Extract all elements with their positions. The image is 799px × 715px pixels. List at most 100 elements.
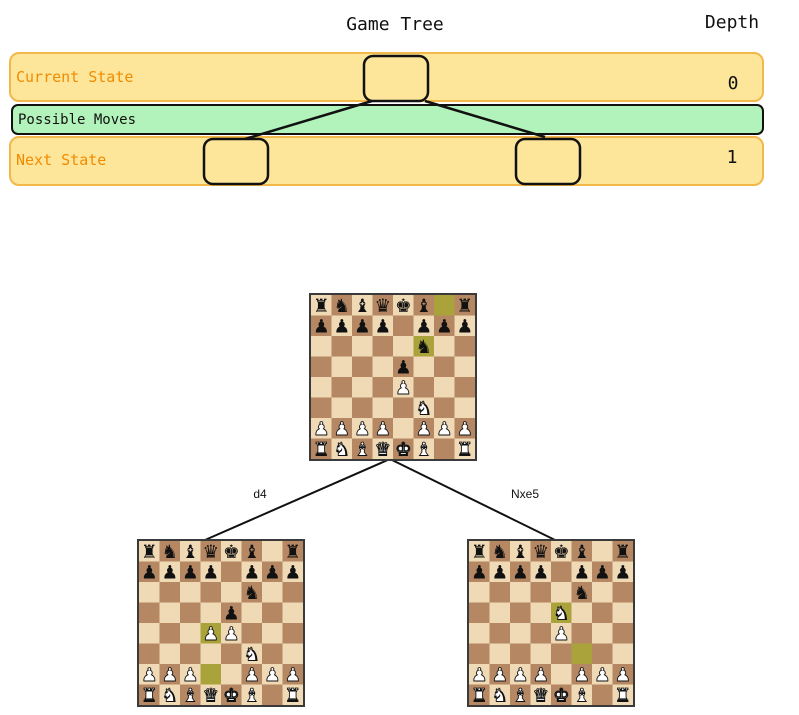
- square-g8: [592, 541, 613, 562]
- white-knight-icon: ♞: [333, 439, 350, 460]
- square-e1: [221, 684, 242, 705]
- white-pawn-icon: ♟: [202, 624, 219, 645]
- square-c4: [510, 623, 531, 644]
- square-f1: [241, 684, 262, 705]
- black-queen-icon: ♛: [374, 296, 391, 317]
- square-g5: [262, 602, 283, 623]
- square-a7: [139, 561, 160, 582]
- square-c2: [352, 418, 373, 439]
- square-b2: [331, 418, 352, 439]
- square-e1: [551, 684, 572, 705]
- black-knight-icon: ♞: [491, 542, 508, 563]
- square-f8: [571, 541, 592, 562]
- square-h4: [612, 623, 633, 644]
- square-f7: [413, 315, 434, 336]
- black-king-icon: ♚: [223, 542, 240, 563]
- square-b4: [159, 623, 180, 644]
- diagram-title: Game Tree: [346, 14, 444, 35]
- square-d1: [372, 438, 393, 459]
- black-bishop-icon: ♝: [512, 542, 529, 563]
- square-c5: [180, 602, 201, 623]
- square-c4: [180, 623, 201, 644]
- square-b2: [159, 664, 180, 685]
- square-c5: [510, 602, 531, 623]
- square-h6: [454, 336, 475, 357]
- child-node-left: [202, 137, 270, 186]
- black-pawn-icon: ♟: [182, 562, 199, 583]
- square-c2: [510, 664, 531, 685]
- mini-edge-right: [424, 99, 546, 139]
- square-f4: [571, 623, 592, 644]
- square-f7: [241, 561, 262, 582]
- square-c7: [510, 561, 531, 582]
- square-g4: [262, 623, 283, 644]
- white-pawn-icon: ♟: [553, 624, 570, 645]
- square-h2: [612, 664, 633, 685]
- black-knight-icon: ♞: [415, 337, 432, 358]
- square-f2: [571, 664, 592, 685]
- square-a1: [139, 684, 160, 705]
- black-pawn-icon: ♟: [374, 316, 391, 337]
- white-pawn-icon: ♟: [182, 665, 199, 686]
- black-bishop-icon: ♝: [182, 542, 199, 563]
- black-bishop-icon: ♝: [573, 542, 590, 563]
- white-bishop-icon: ♝: [512, 685, 529, 706]
- square-g3: [262, 643, 283, 664]
- square-g7: [592, 561, 613, 582]
- square-d6: [530, 582, 551, 603]
- square-h1: [454, 438, 475, 459]
- square-g6: [262, 582, 283, 603]
- black-rook-icon: ♜: [141, 542, 158, 563]
- square-a8: [139, 541, 160, 562]
- depth-header: Depth: [705, 12, 759, 33]
- square-e3: [551, 643, 572, 664]
- square-d5: [530, 602, 551, 623]
- square-g6: [434, 336, 455, 357]
- black-pawn-icon: ♟: [395, 357, 412, 378]
- square-b6: [489, 582, 510, 603]
- square-d1: [530, 684, 551, 705]
- square-f4: [241, 623, 262, 644]
- square-a5: [469, 602, 490, 623]
- square-e6: [551, 582, 572, 603]
- mini-edge-left: [244, 99, 373, 141]
- square-g2: [592, 664, 613, 685]
- white-pawn-icon: ♟: [223, 624, 240, 645]
- square-d8: [372, 295, 393, 316]
- square-b3: [331, 397, 352, 418]
- white-pawn-icon: ♟: [354, 419, 371, 440]
- square-d7: [530, 561, 551, 582]
- black-pawn-icon: ♟: [594, 562, 611, 583]
- black-pawn-icon: ♟: [141, 562, 158, 583]
- square-d2: [530, 664, 551, 685]
- square-b3: [159, 643, 180, 664]
- square-d3: [200, 643, 221, 664]
- square-f3: [413, 397, 434, 418]
- white-rook-icon: ♜: [141, 685, 158, 706]
- black-pawn-icon: ♟: [333, 316, 350, 337]
- square-d6: [372, 336, 393, 357]
- square-d3: [530, 643, 551, 664]
- square-a3: [139, 643, 160, 664]
- square-c3: [180, 643, 201, 664]
- white-pawn-icon: ♟: [284, 665, 301, 686]
- square-h2: [282, 664, 303, 685]
- square-h4: [282, 623, 303, 644]
- square-f2: [413, 418, 434, 439]
- black-pawn-icon: ♟: [264, 562, 281, 583]
- square-g7: [262, 561, 283, 582]
- white-king-icon: ♚: [395, 439, 412, 460]
- square-b7: [331, 315, 352, 336]
- square-c8: [180, 541, 201, 562]
- square-h6: [612, 582, 633, 603]
- square-f6: [241, 582, 262, 603]
- square-e2: [393, 418, 414, 439]
- square-e4: [221, 623, 242, 644]
- square-g8: [434, 295, 455, 316]
- square-g1: [592, 684, 613, 705]
- square-b7: [489, 561, 510, 582]
- square-f7: [571, 561, 592, 582]
- square-c5: [352, 356, 373, 377]
- square-a4: [139, 623, 160, 644]
